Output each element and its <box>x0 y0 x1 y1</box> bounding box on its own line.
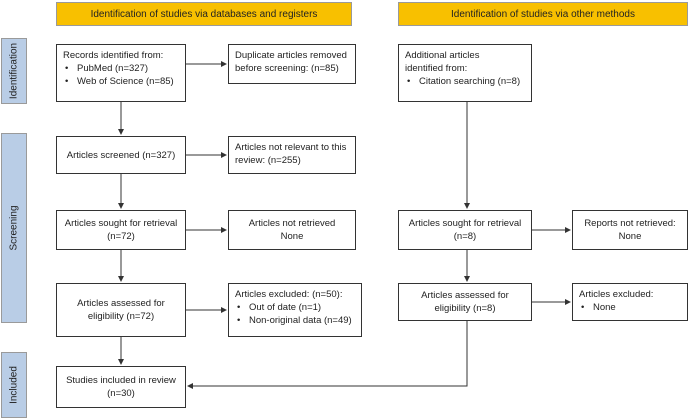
sought-left-line1: Articles sought for retrieval <box>64 218 178 229</box>
assessed-eligibility-right-box: Articles assessed for eligibility (n=8) <box>398 283 532 321</box>
assessed-left-line2: eligibility (n=72) <box>87 311 155 322</box>
not-retrieved-right-line1: Reports not retrieved: <box>584 218 676 229</box>
not-relevant-line1: Articles not relevant to this <box>235 142 347 153</box>
articles-screened-text: Articles screened (n=327) <box>66 149 176 161</box>
excluded-right-title: Articles excluded: <box>579 289 654 300</box>
excluded-left-item-out-of-date: Out of date (n=1) <box>237 301 355 314</box>
arrow-assessed-right-to-included <box>187 321 468 389</box>
sought-right-line2: (n=8) <box>453 231 477 242</box>
duplicates-line2: before screening: (n=85) <box>235 63 339 74</box>
phase-screening: Screening <box>1 133 27 323</box>
assessed-right-line2: eligibility (n=8) <box>434 303 496 314</box>
additional-line2: identified from: <box>405 63 468 74</box>
records-identified-box: Records identified from: PubMed (n=327) … <box>56 44 186 102</box>
not-retrieved-right-line2: None <box>618 231 642 242</box>
records-item-wos: Web of Science (n=85) <box>65 75 179 88</box>
included-line2: (n=30) <box>107 388 135 399</box>
header-other-methods: Identification of studies via other meth… <box>398 2 688 26</box>
additional-item-citation: Citation searching (n=8) <box>407 75 525 88</box>
records-identified-title: Records identified from: <box>63 50 164 61</box>
duplicates-line1: Duplicate articles removed <box>235 50 347 61</box>
sought-retrieval-right-box: Articles sought for retrieval (n=8) <box>398 210 532 250</box>
assessed-left-line1: Articles assessed for <box>77 298 165 309</box>
excluded-left-item-non-original: Non-original data (n=49) <box>237 314 355 327</box>
excluded-right-item-none: None <box>581 301 681 314</box>
sought-left-line2: (n=72) <box>107 231 135 242</box>
articles-screened-box: Articles screened (n=327) <box>56 136 186 174</box>
records-item-pubmed: PubMed (n=327) <box>65 62 179 75</box>
not-relevant-box: Articles not relevant to this review: (n… <box>228 136 356 174</box>
phase-identification: Identification <box>1 38 27 104</box>
not-retrieved-right-box: Reports not retrieved: None <box>572 210 688 250</box>
excluded-right-box: Articles excluded: None <box>572 283 688 321</box>
excluded-left-title: Articles excluded: (n=50): <box>235 289 343 300</box>
excluded-left-box: Articles excluded: (n=50): Out of date (… <box>228 283 362 337</box>
studies-included-box: Studies included in review (n=30) <box>56 366 186 408</box>
assessed-eligibility-left-box: Articles assessed for eligibility (n=72) <box>56 283 186 337</box>
sought-right-line1: Articles sought for retrieval <box>408 218 522 229</box>
duplicates-removed-box: Duplicate articles removed before screen… <box>228 44 356 84</box>
not-relevant-line2: review: (n=255) <box>235 155 301 166</box>
not-retrieved-left-box: Articles not retrieved None <box>228 210 356 250</box>
not-retrieved-left-line2: None <box>280 231 304 242</box>
additional-line1: Additional articles <box>405 50 480 61</box>
included-line1: Studies included in review <box>66 375 176 386</box>
sought-retrieval-left-box: Articles sought for retrieval (n=72) <box>56 210 186 250</box>
assessed-right-line1: Articles assessed for <box>421 290 509 301</box>
header-databases: Identification of studies via databases … <box>56 2 352 26</box>
additional-articles-box: Additional articles identified from: Cit… <box>398 44 532 102</box>
not-retrieved-left-line1: Articles not retrieved <box>248 218 336 229</box>
